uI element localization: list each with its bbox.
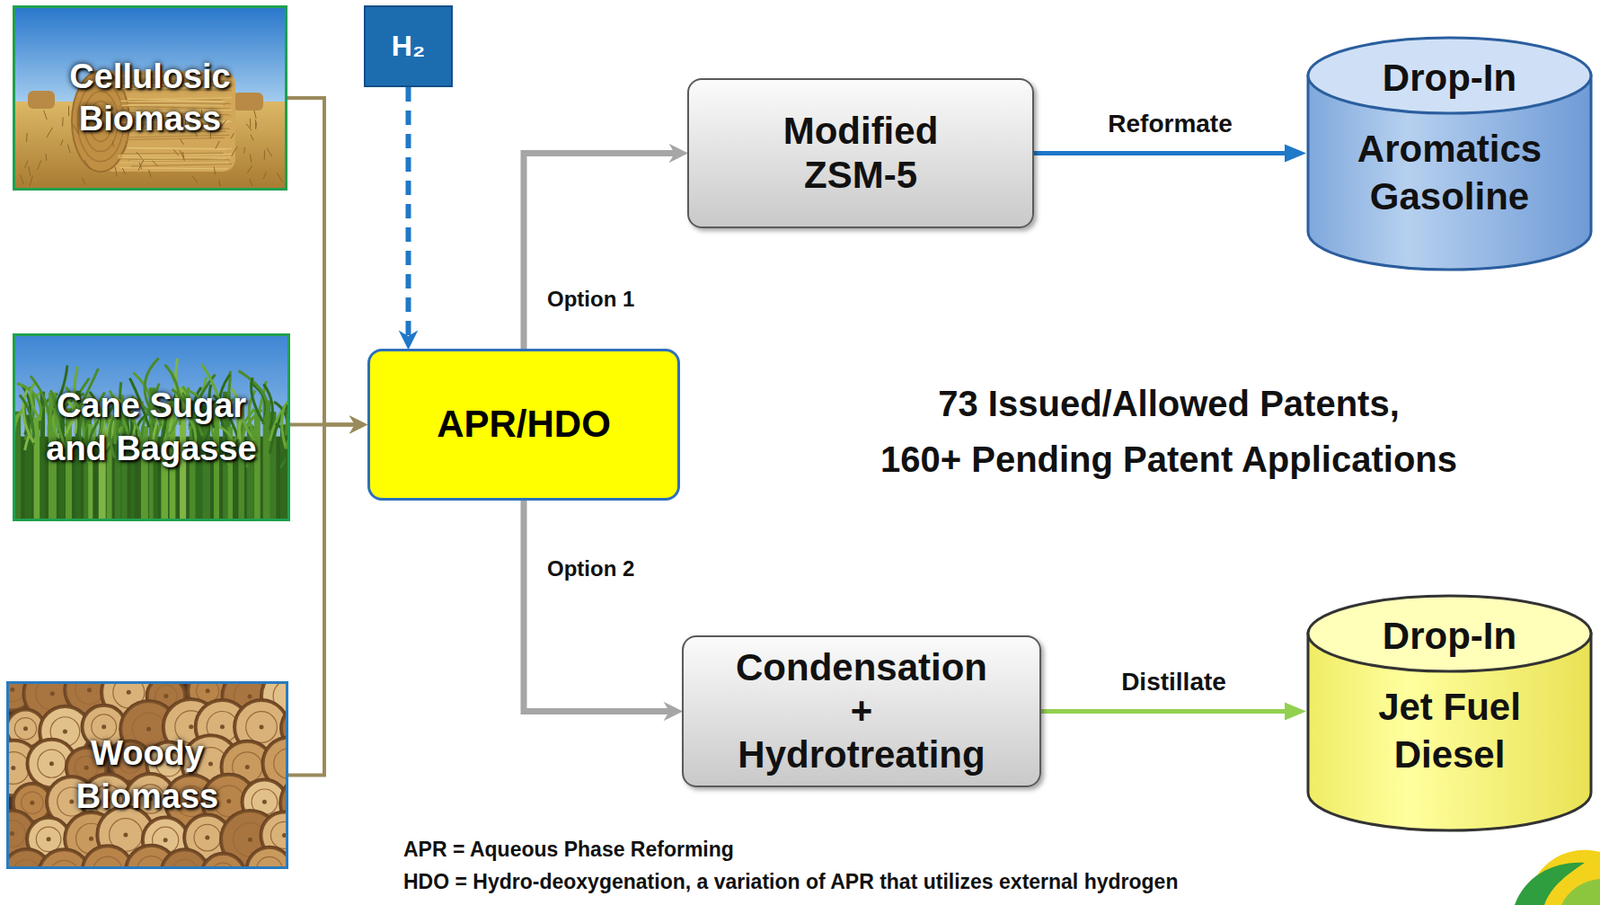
photo-illustration <box>8 683 286 867</box>
footnote: HDO = Hydro-deoxygenation, a variation o… <box>403 869 1178 895</box>
edge-label: Distillate <box>1117 666 1230 698</box>
source-photo-box: Woody Biomass <box>6 680 289 869</box>
footnote: APR = Aqueous Phase Reforming <box>403 837 734 863</box>
node-label: Aromatics Gasoline <box>1333 125 1567 221</box>
flow-connector <box>523 500 670 712</box>
cylinder-heading: Drop-In <box>1382 57 1517 99</box>
edge-label: Reformate <box>1104 108 1236 140</box>
node-label: Cane Sugar and Bagasse <box>44 384 260 470</box>
source-photo-box: Cane Sugar and Bagasse <box>12 333 291 522</box>
photo-illustration <box>15 8 285 188</box>
photo-illustration <box>15 335 288 519</box>
product-cylinder: Drop-InAromatics Gasoline <box>1306 35 1593 272</box>
node-label: H₂ <box>391 29 425 63</box>
flow-connector <box>1034 150 1294 156</box>
node-label: Condensation + Hydrotreating <box>727 645 996 777</box>
flow-connector <box>523 153 675 350</box>
company-logo <box>1514 849 1600 905</box>
node-label: Jet Fuel Diesel <box>1333 683 1567 778</box>
node-label: Woody Biomass <box>39 732 256 818</box>
flow-connector <box>288 424 355 776</box>
edge-label: Option 2 <box>543 556 638 583</box>
node-label: Cellulosic Biomass <box>42 55 258 142</box>
source-photo-box: Cellulosic Biomass <box>12 5 288 191</box>
flow-connector <box>287 97 355 425</box>
process-box: Modified ZSM-5 <box>687 78 1035 229</box>
hydrogen-box: H₂ <box>363 5 453 88</box>
process-box: Condensation + Hydrotreating <box>681 635 1042 787</box>
patent-note: 73 Issued/Allowed Patents, <box>937 381 1400 425</box>
process-box: APR/HDO <box>367 348 681 501</box>
cylinder-heading: Drop-In <box>1382 615 1517 657</box>
node-label: APR/HDO <box>436 402 611 446</box>
node-label: Modified ZSM-5 <box>761 109 960 197</box>
edge-label: Option 1 <box>543 286 638 313</box>
flow-connector <box>1041 708 1294 714</box>
patent-note: 160+ Pending Patent Applications <box>880 437 1458 481</box>
product-cylinder: Drop-InJet Fuel Diesel <box>1306 593 1593 832</box>
flow-connector <box>406 87 412 336</box>
